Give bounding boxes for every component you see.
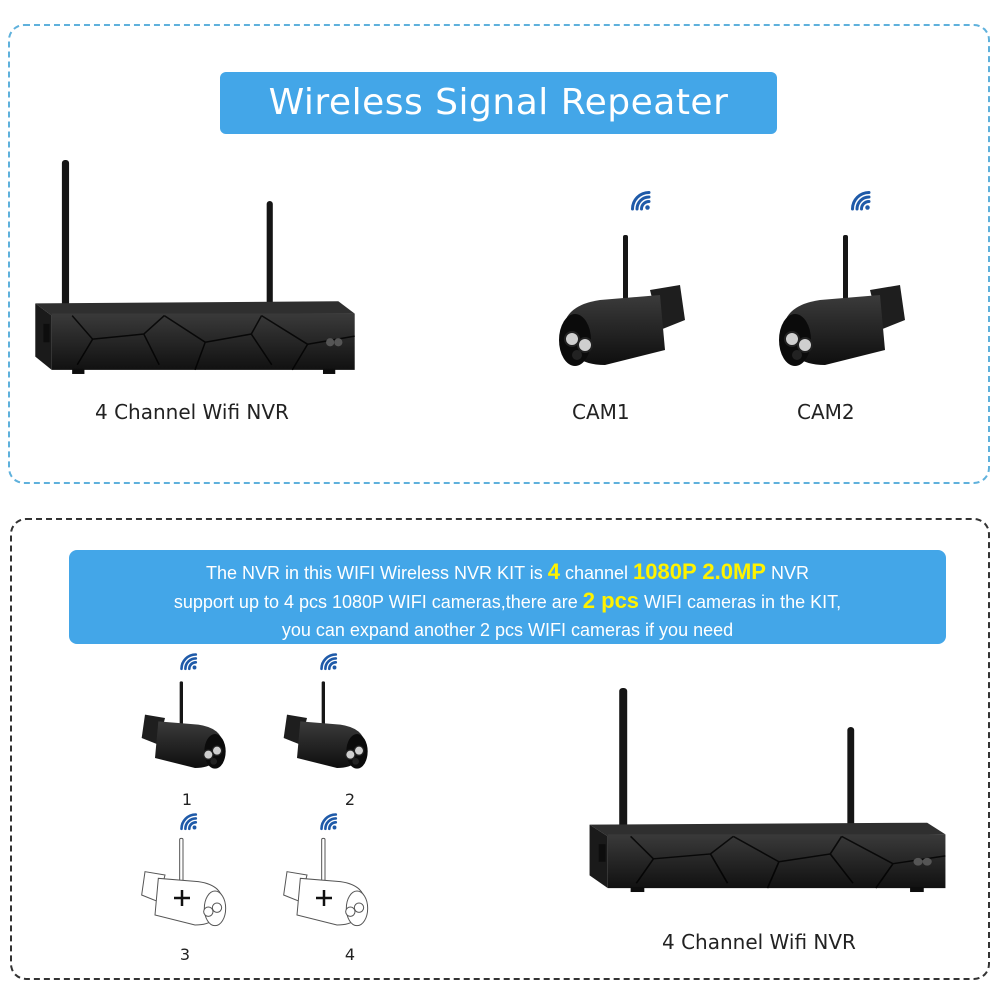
info-text: WIFI cameras in the KIT, [639,592,842,612]
info-line-3: you can expand another 2 pcs WIFI camera… [281,620,734,640]
info-text: support up to 4 pcs 1080P WIFI cameras,t… [173,592,583,612]
info-line-2: support up to 4 pcs 1080P WIFI cameras,t… [69,587,946,616]
camera-slot-1 [120,668,250,788]
plus-icon [174,890,190,906]
info-banner: The NVR in this WIFI Wireless NVR KIT is… [69,550,946,644]
camera-slot-4-outline [262,825,392,945]
info-text: NVR [765,563,809,583]
plus-icon [316,890,332,906]
page-title: Wireless Signal Repeater [268,82,729,123]
bottom-panel [10,518,990,980]
title-banner: Wireless Signal Repeater [220,72,777,134]
top-panel [8,24,990,484]
info-highlight: 1080P 2.0MP [633,559,766,584]
slot-number-4: 4 [344,945,356,964]
info-highlight: 2 pcs [582,588,640,613]
camera-cam2 [765,215,915,395]
nvr-label-bottom: 4 Channel Wifi NVR [662,930,856,954]
info-text: The NVR in this WIFI Wireless NVR KIT is [206,563,548,583]
info-text: channel [559,563,634,583]
wifi-signal-icon [625,185,655,215]
info-highlight: 4 [547,559,560,584]
nvr-device-bottom [585,688,950,893]
wifi-signal-icon [845,185,875,215]
cam1-label: CAM1 [572,400,630,424]
camera-cam1 [545,215,695,395]
nvr-device-top [30,160,360,375]
camera-slot-2 [262,668,392,788]
nvr-label-top: 4 Channel Wifi NVR [95,400,289,424]
slot-number-2: 2 [344,790,356,809]
slot-number-3: 3 [179,945,191,964]
cam2-label: CAM2 [797,400,855,424]
slot-number-1: 1 [181,790,193,809]
info-line-1: The NVR in this WIFI Wireless NVR KIT is… [69,558,946,587]
camera-slot-3-outline [120,825,250,945]
